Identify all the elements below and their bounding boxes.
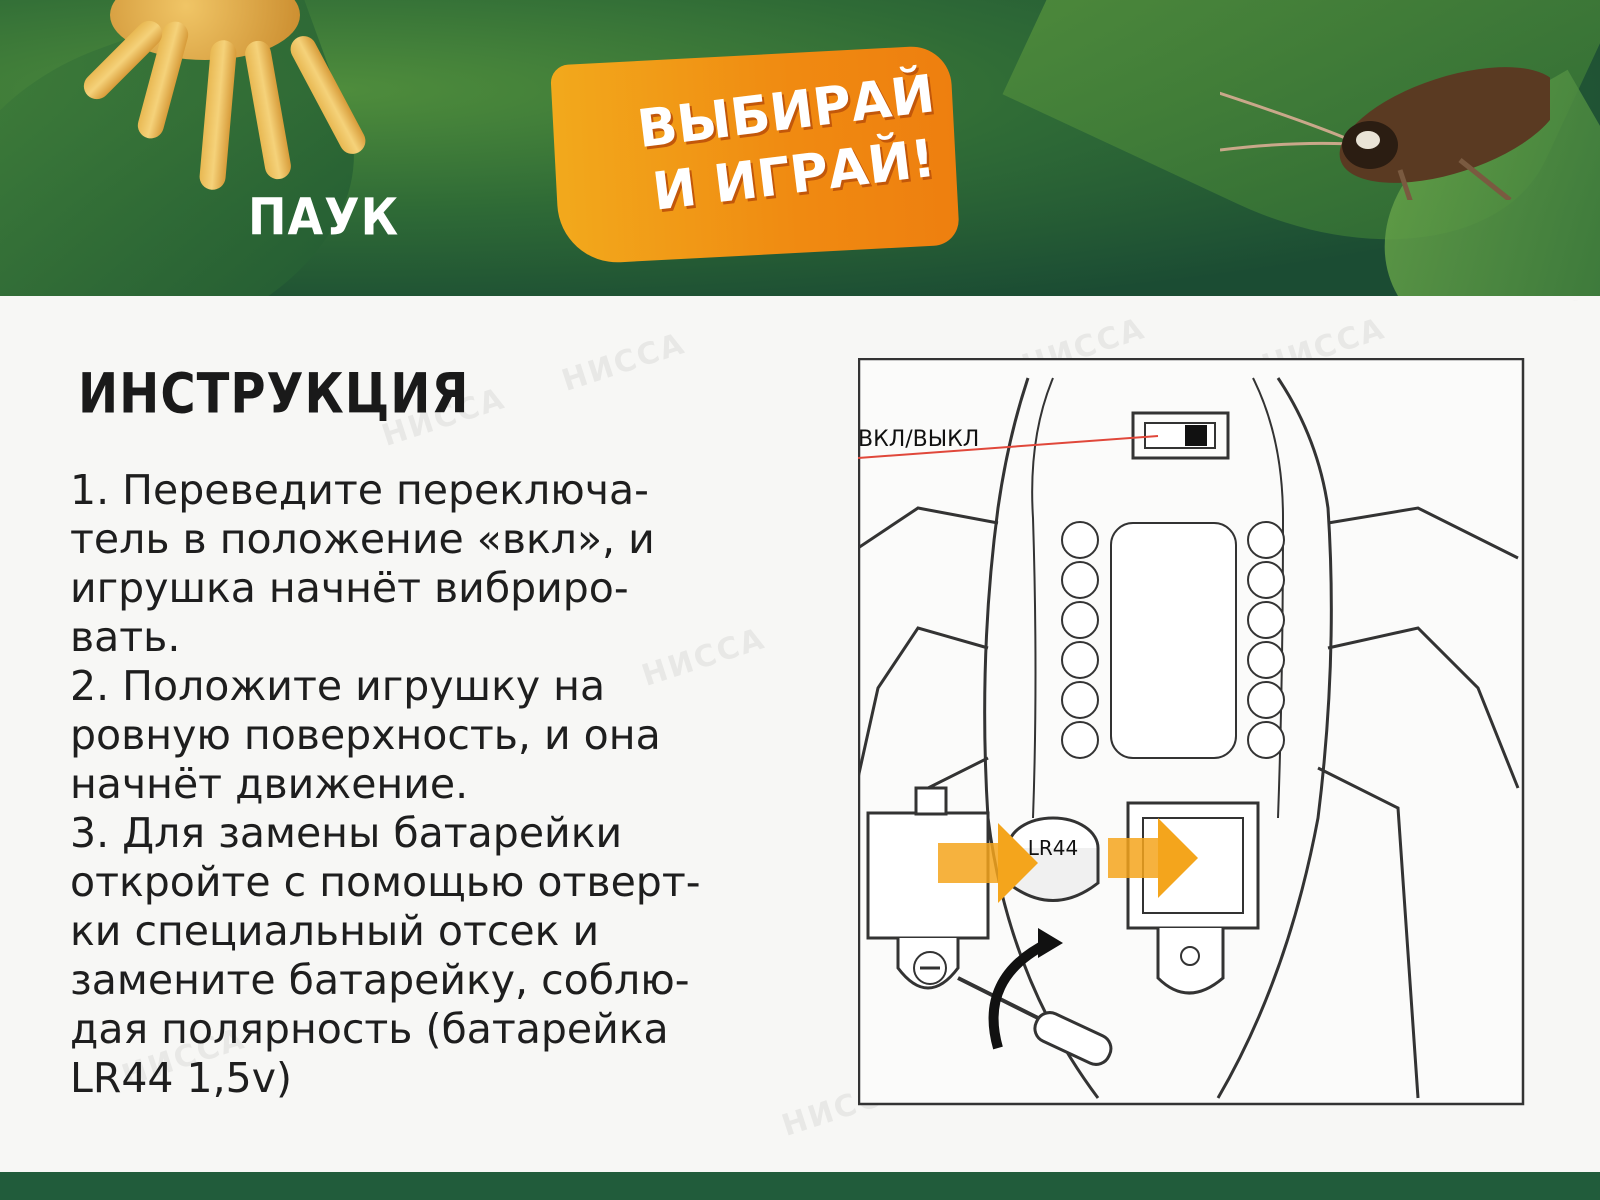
toy-body-outline xyxy=(1216,377,1333,1099)
switch-label: ВКЛ/ВЫКЛ xyxy=(858,427,979,452)
screwdriver-icon xyxy=(957,976,1113,1066)
rotate-arrow-head xyxy=(1038,928,1063,958)
toy-leg xyxy=(858,506,999,550)
toy-leg xyxy=(1317,766,1420,1099)
insert-arrow-icon xyxy=(1108,818,1198,898)
switch-knob xyxy=(1185,425,1207,446)
switch-housing xyxy=(1131,411,1230,460)
battery-label: LR44 xyxy=(1028,836,1079,860)
cockroach-image xyxy=(1220,67,1550,200)
cover-tab xyxy=(914,786,948,816)
sensor-dots-right xyxy=(1247,521,1285,759)
instruction-title: ИНСТРУКЦИЯ xyxy=(78,362,470,427)
toy-leg xyxy=(1327,626,1520,789)
spider-label: ПАУК xyxy=(248,187,400,247)
battery-diagram: ВКЛ/ВЫКЛ LR44 xyxy=(858,358,1525,1106)
product-banner: ПАУК ВЫБИРАЙ И ИГРАЙ! xyxy=(0,0,1600,300)
sensor-dots-left xyxy=(1061,521,1099,759)
step-2: 2. Положите игрушку на ровную поверхност… xyxy=(70,662,661,808)
step-1: 1. Переведите переключа- тель в положени… xyxy=(70,466,655,661)
instruction-steps: 1. Переведите переключа- тель в положени… xyxy=(70,466,830,1103)
rotate-arrow-icon xyxy=(988,938,1051,1050)
insert-arrow-icon xyxy=(938,823,1038,903)
toy-body-outline xyxy=(1031,377,1054,819)
switch-pointer-line xyxy=(858,435,1159,459)
toy-leg xyxy=(858,626,989,779)
panel-edge xyxy=(1520,300,1600,1180)
toy-leg xyxy=(1327,506,1519,560)
step-3: 3. Для замены батарейки откройте с помощ… xyxy=(70,809,701,1102)
toy-body-outline xyxy=(983,377,1100,1099)
bottom-strip xyxy=(0,1172,1600,1200)
center-panel xyxy=(1110,522,1237,759)
